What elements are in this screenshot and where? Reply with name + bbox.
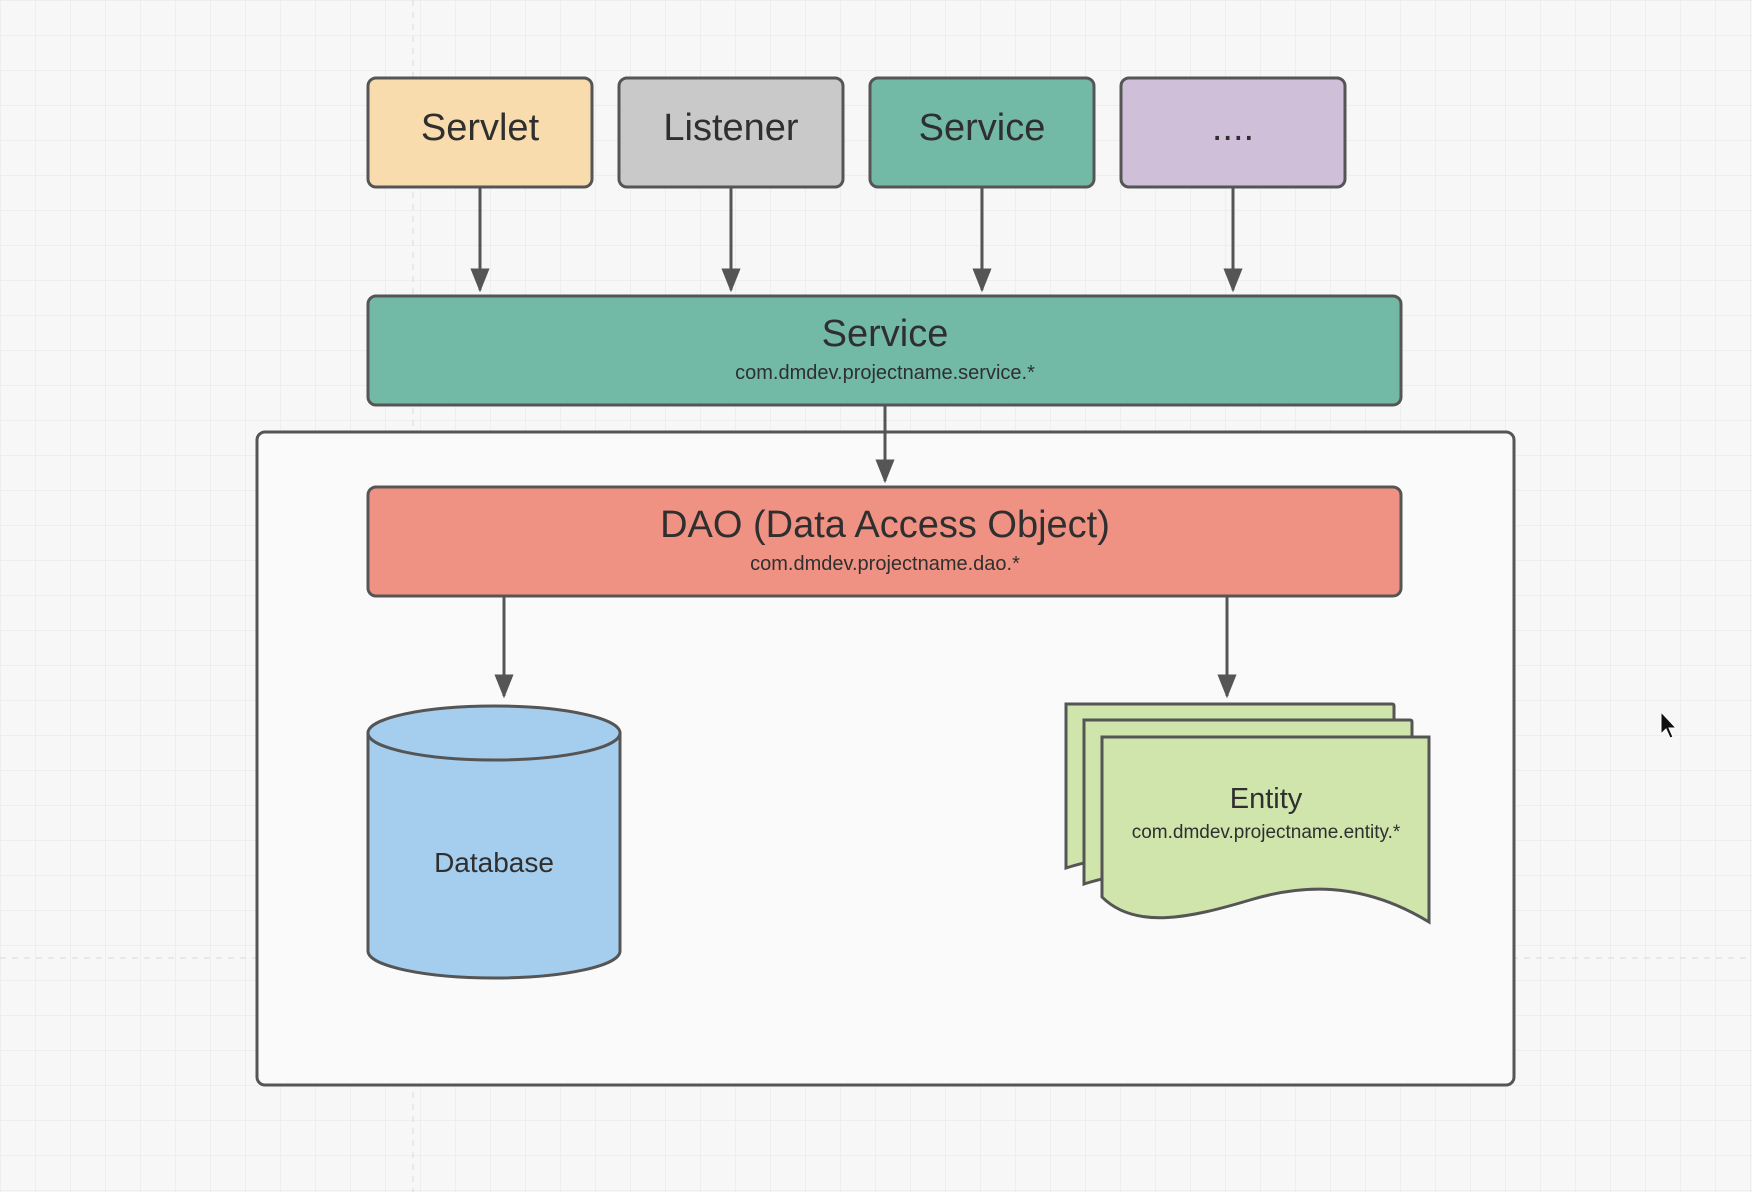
service-layer-title: Service — [822, 313, 949, 355]
top-box-service-label: Service — [919, 107, 1046, 149]
database-label: Database — [434, 847, 554, 878]
mouse-cursor-icon — [1660, 710, 1678, 739]
top-box-listener-label: Listener — [663, 107, 799, 149]
top-box-servlet[interactable]: Servlet — [366, 76, 594, 189]
dao-layer-title: DAO (Data Access Object) — [660, 504, 1110, 546]
top-box-service[interactable]: Service — [868, 76, 1096, 189]
service-layer[interactable]: Service com.dmdev.projectname.service.* — [366, 294, 1403, 407]
top-box-listener[interactable]: Listener — [617, 76, 845, 189]
entity-document-front — [1100, 735, 1431, 925]
dao-layer[interactable]: DAO (Data Access Object) com.dmdev.proje… — [366, 485, 1403, 598]
database-cylinder[interactable]: Database — [366, 704, 622, 980]
service-layer-package: com.dmdev.projectname.service.* — [735, 362, 1035, 384]
entity-package: com.dmdev.projectname.entity.* — [1132, 822, 1401, 843]
top-box-more-label: .... — [1212, 107, 1254, 149]
entity-title: Entity — [1230, 783, 1303, 815]
entity-documents[interactable]: Entity com.dmdev.projectname.entity.* — [1064, 702, 1431, 925]
top-box-servlet-label: Servlet — [421, 107, 540, 149]
dao-layer-package: com.dmdev.projectname.dao.* — [750, 553, 1020, 575]
top-box-more[interactable]: .... — [1119, 76, 1347, 189]
